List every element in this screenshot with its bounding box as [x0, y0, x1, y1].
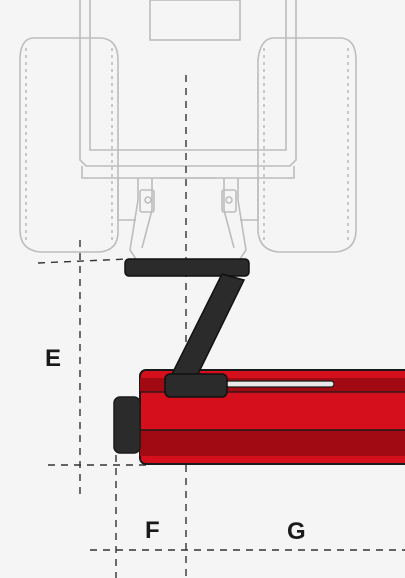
- flail-mower-icon: [113, 369, 405, 465]
- dimension-label-f: F: [145, 517, 160, 544]
- mower-arm: [124, 258, 250, 398]
- dimension-label-g: G: [287, 518, 306, 545]
- dimension-label-e: E: [45, 345, 62, 372]
- dimension-lines: [37, 75, 405, 578]
- tractor-rear-outline-icon: [19, 0, 357, 263]
